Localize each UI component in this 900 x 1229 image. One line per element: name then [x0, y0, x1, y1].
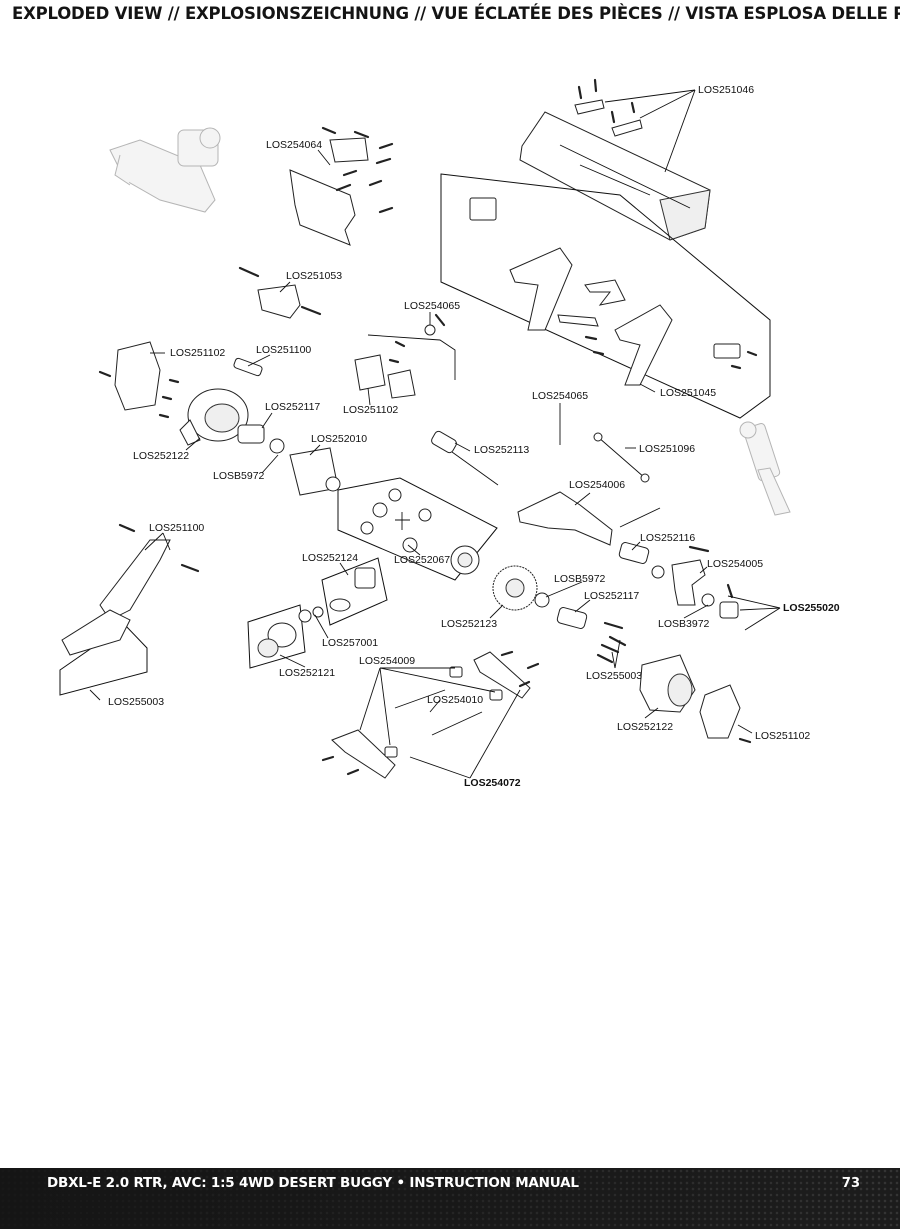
label-knuckles-center: LOS251102 — [343, 404, 398, 416]
gearbox-case-left-part — [179, 388, 249, 446]
spur-gear-part — [492, 565, 538, 611]
label-gearbox-case-left: LOS252122 — [133, 450, 189, 462]
part-number-labels: LOS251046 LOS254064 LOS251053 LOS254065 … — [108, 84, 840, 789]
pinion-box — [321, 557, 388, 626]
label-gearbox-case-right: LOS252122 — [617, 721, 673, 733]
label-wing-mount: LOS251045 — [660, 387, 716, 399]
label-gearbox-right: LOS251102 — [755, 730, 810, 742]
slipper-part — [257, 622, 297, 658]
wing-mount-parts — [469, 197, 741, 386]
right-drivetrain-parts — [534, 542, 739, 629]
page-number: 73 — [841, 1176, 860, 1191]
slipper-box — [247, 604, 306, 669]
wing-assembly — [519, 99, 711, 241]
label-slipper: LOS252121 — [279, 667, 335, 679]
cvd-part — [233, 357, 263, 377]
diff-case-part — [269, 438, 341, 496]
gearbox-case-right-part — [639, 654, 696, 713]
label-axle: LOS252116 — [640, 532, 695, 544]
leader-lines — [89, 89, 781, 779]
label-sway-bar-top: LOS254065 — [404, 300, 460, 312]
label-rear-shock-tower: LOS254064 — [266, 139, 322, 151]
chassis-plate-part — [61, 609, 131, 656]
label-chassis-plate: LOS255003 — [108, 696, 164, 708]
ghost-shock-right — [739, 421, 791, 516]
turnbuckle-part — [559, 415, 650, 483]
label-hex: LOS255020 — [783, 602, 840, 614]
hardware-screws — [98, 78, 758, 776]
label-brace: LOS251100 — [149, 522, 204, 534]
label-driveshaft: LOS252113 — [474, 444, 529, 456]
label-bearing-right: LOSB5972 — [554, 573, 606, 585]
sway-bar-part — [367, 324, 456, 380]
spacer-part — [298, 606, 324, 623]
label-turnbuckle: LOS251096 — [639, 443, 695, 455]
ghost-suspension-preview — [109, 127, 221, 213]
page-title: EXPLODED VIEW // EXPLOSIONSZEICHNUNG // … — [12, 4, 900, 23]
pinion-part — [329, 567, 376, 612]
label-spacer-bearing: LOS257001 — [322, 637, 378, 649]
label-diff-case: LOS252010 — [311, 433, 367, 445]
label-spur-gear: LOS252123 — [441, 618, 497, 630]
label-bearing-small: LOSB3972 — [658, 618, 710, 630]
brace-part — [99, 539, 171, 621]
outdrive-left-part — [237, 424, 265, 444]
label-lower-arm: LOS254006 — [569, 479, 625, 491]
label-upper-arm-mount: LOS251053 — [286, 270, 342, 282]
wing-mount-group-box — [440, 173, 771, 419]
label-camber-link-mount: LOS254009 — [359, 655, 415, 667]
label-sway-link: LOS254065 — [532, 390, 588, 402]
knuckles-part — [354, 354, 416, 399]
hinge-pin-right — [619, 507, 661, 528]
label-bearing-left: LOSB5972 — [213, 470, 265, 482]
label-hub-carrier: LOS254005 — [707, 558, 763, 570]
label-rear-brace: LOS254072 — [464, 777, 521, 789]
upper-arm-mount-part — [257, 284, 301, 319]
lower-arm-part — [517, 491, 613, 546]
gearbox-right-part — [699, 684, 741, 739]
label-gearbox-left-top: LOS251102 — [170, 347, 225, 359]
driveshaft-part — [431, 430, 499, 486]
label-pins: LOS255003 — [586, 670, 642, 682]
label-hinge-pins: LOS254010 — [427, 694, 483, 706]
label-outdrive-right: LOS252117 — [584, 590, 639, 602]
label-cvd-shaft: LOS251100 — [256, 344, 311, 356]
exploded-view-diagram: LOS251046 LOS254064 LOS251053 LOS254065 … — [59, 78, 840, 789]
shock-tower-part — [289, 137, 369, 246]
label-wing: LOS251046 — [698, 84, 754, 96]
label-pinion: LOS252124 — [302, 552, 358, 564]
footer-gradient — [0, 1168, 900, 1229]
gearbox-left-part — [114, 341, 161, 411]
diff-internals-parts — [360, 488, 480, 575]
label-outdrive-left: LOS252117 — [265, 401, 320, 413]
page-footer: DBXL-E 2.0 RTR, AVC: 1:5 4WD DESERT BUGG… — [0, 1168, 900, 1229]
label-diff-internals: LOS252067 — [394, 554, 450, 566]
footer-title: DBXL-E 2.0 RTR, AVC: 1:5 4WD DESERT BUGG… — [47, 1175, 579, 1191]
rear-brace-part — [331, 651, 531, 779]
